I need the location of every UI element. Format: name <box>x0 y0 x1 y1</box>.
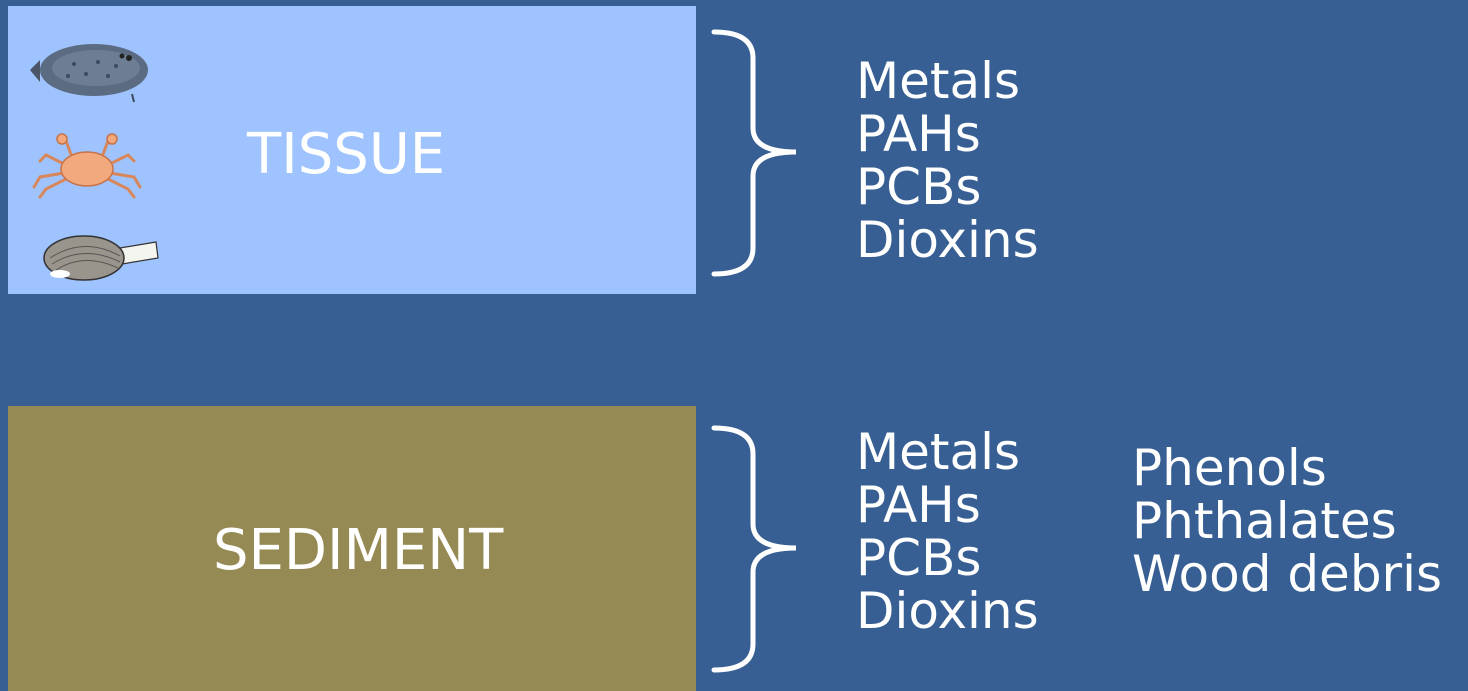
sediment-box: SEDIMENT <box>8 406 696 691</box>
list-item: Dioxins <box>856 211 1039 269</box>
list-item: Phthalates <box>1132 492 1397 550</box>
list-item: PCBs <box>856 529 982 587</box>
sediment-additional-analyte-list: Phenols Phthalates Wood debris <box>1132 442 1442 601</box>
crab-icon <box>32 133 142 199</box>
list-item: Metals <box>856 52 1021 110</box>
list-item: Dioxins <box>856 582 1039 640</box>
tissue-label: TISSUE <box>247 122 446 187</box>
sediment-brace <box>711 425 797 673</box>
sediment-label: SEDIMENT <box>213 518 504 583</box>
tissue-box: TISSUE <box>8 6 696 294</box>
sediment-analyte-list: Metals PAHs PCBs Dioxins <box>856 426 1039 638</box>
list-item: PCBs <box>856 158 982 216</box>
list-item: Wood debris <box>1132 545 1443 603</box>
tissue-brace <box>711 29 797 277</box>
clam-icon <box>43 235 159 281</box>
tissue-analyte-list: Metals PAHs PCBs Dioxins <box>856 55 1039 267</box>
list-item: Metals <box>856 423 1021 481</box>
list-item: Phenols <box>1132 439 1327 497</box>
list-item: PAHs <box>856 476 981 534</box>
list-item: PAHs <box>856 105 981 163</box>
flatfish-icon <box>30 44 148 103</box>
